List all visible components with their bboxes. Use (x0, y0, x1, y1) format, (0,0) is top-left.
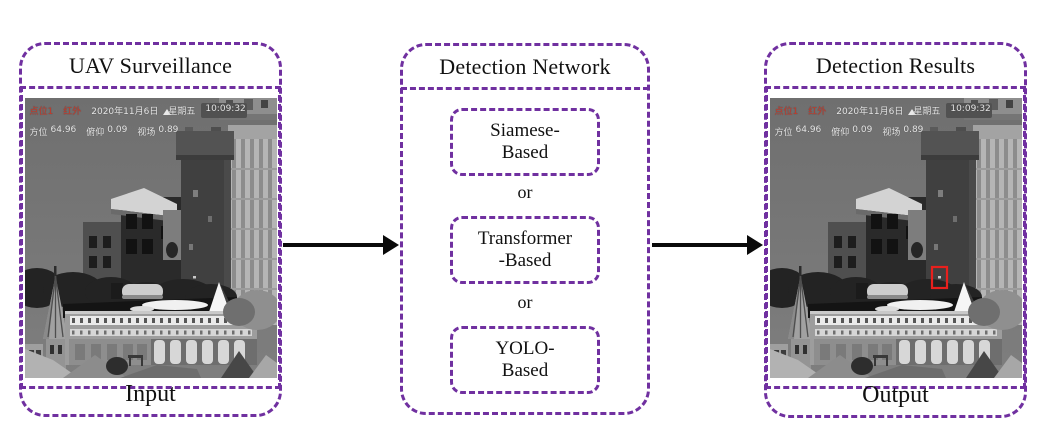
hud-time: 10:09:32 (950, 103, 991, 114)
uav-surveillance-panel: UAV Surveillance 点位1 红外 2020年11月6日 星期五 1… (19, 42, 282, 417)
hud-pitch-label: 俯仰 (86, 127, 105, 138)
infrared-scene (25, 98, 277, 378)
flow-arrow-input-to-network (283, 235, 399, 255)
infrared-scene (770, 98, 1022, 378)
hud-azimuth: 方位 64.96 (775, 125, 822, 138)
hud-pitch-label: 俯仰 (831, 127, 850, 138)
hud-pitch: 俯仰 0.09 (831, 125, 872, 138)
method-label-line: YOLO- (495, 338, 555, 360)
method-box-siamese: Siamese- Based (450, 108, 600, 176)
hud-fov-value: 0.89 (903, 124, 924, 135)
hud-mode: 红外 (63, 106, 82, 117)
hud-fov-label: 视场 (137, 127, 156, 138)
hud-pitch-value: 0.09 (852, 124, 873, 135)
or-connector: or (517, 182, 533, 202)
hud-azimuth-value: 64.96 (50, 124, 77, 135)
output-image-frame: 点位1 红外 2020年11月6日 星期五 10:09:32 方位 64.96 … (765, 86, 1026, 389)
input-panel-title: UAV Surveillance (68, 53, 233, 78)
method-box-yolo: YOLO- Based (450, 326, 600, 394)
hud-weekday: 星期五 (168, 106, 196, 117)
hud-fov: 视场 0.89 (137, 125, 178, 138)
hud-fov: 视场 0.89 (882, 125, 923, 138)
method-label-line: Based (501, 142, 549, 163)
method-label-line: Siamese- (490, 120, 560, 142)
detection-network-panel: Detection Network Siamese- Based or Tran… (400, 43, 650, 415)
hud-azimuth-label: 方位 (29, 127, 48, 138)
camera-hud-overlay: 点位1 红外 2020年11月6日 星期五 10:09:32 方位 64.96 … (770, 98, 1022, 138)
output-ir-image: 点位1 红外 2020年11月6日 星期五 10:09:32 方位 64.96 … (770, 98, 1022, 378)
network-panel-title: Detection Network (439, 54, 611, 79)
method-label-line: -Based (498, 250, 552, 271)
hud-pitch-value: 0.09 (107, 124, 128, 135)
hud-weekday: 星期五 (913, 106, 941, 117)
method-label-line: Transformer (477, 228, 573, 250)
input-caption: Input (125, 381, 176, 407)
hud-time: 10:09:32 (205, 103, 246, 114)
detection-results-panel: Detection Results 点位1 红外 2020年11月6日 星期五 … (764, 42, 1027, 418)
hud-date: 2020年11月6日 (91, 106, 159, 117)
hud-site: 点位1 (29, 106, 54, 117)
output-panel-title: Detection Results (815, 53, 976, 78)
hud-azimuth-value: 64.96 (795, 124, 822, 135)
hud-line-2: 方位 64.96 俯仰 0.09 视场 0.89 (30, 125, 272, 138)
hud-line-2: 方位 64.96 俯仰 0.09 视场 0.89 (775, 125, 1017, 138)
hud-fov-value: 0.89 (158, 124, 179, 135)
or-connector: or (517, 292, 533, 312)
output-caption: Output (862, 382, 929, 408)
method-box-transformer: Transformer -Based (450, 216, 600, 284)
flow-arrow-network-to-results (652, 235, 763, 255)
method-label-line: Based (501, 360, 549, 381)
hud-line-1: 点位1 红外 2020年11月6日 星期五 10:09:32 (30, 104, 272, 117)
input-ir-image: 点位1 红外 2020年11月6日 星期五 10:09:32 方位 64.96 … (25, 98, 277, 378)
camera-hud-overlay: 点位1 红外 2020年11月6日 星期五 10:09:32 方位 64.96 … (25, 98, 277, 138)
hud-site: 点位1 (774, 106, 799, 117)
hud-mode: 红外 (808, 106, 827, 117)
hud-fov-label: 视场 (882, 127, 901, 138)
hud-azimuth: 方位 64.96 (30, 125, 77, 138)
input-image-frame: 点位1 红外 2020年11月6日 星期五 10:09:32 方位 64.96 … (20, 86, 281, 389)
detection-bbox (930, 265, 948, 289)
network-title-separator (401, 87, 649, 90)
hud-date: 2020年11月6日 (836, 106, 904, 117)
hud-line-1: 点位1 红外 2020年11月6日 星期五 10:09:32 (775, 104, 1017, 117)
hud-azimuth-label: 方位 (774, 127, 793, 138)
hud-pitch: 俯仰 0.09 (86, 125, 127, 138)
